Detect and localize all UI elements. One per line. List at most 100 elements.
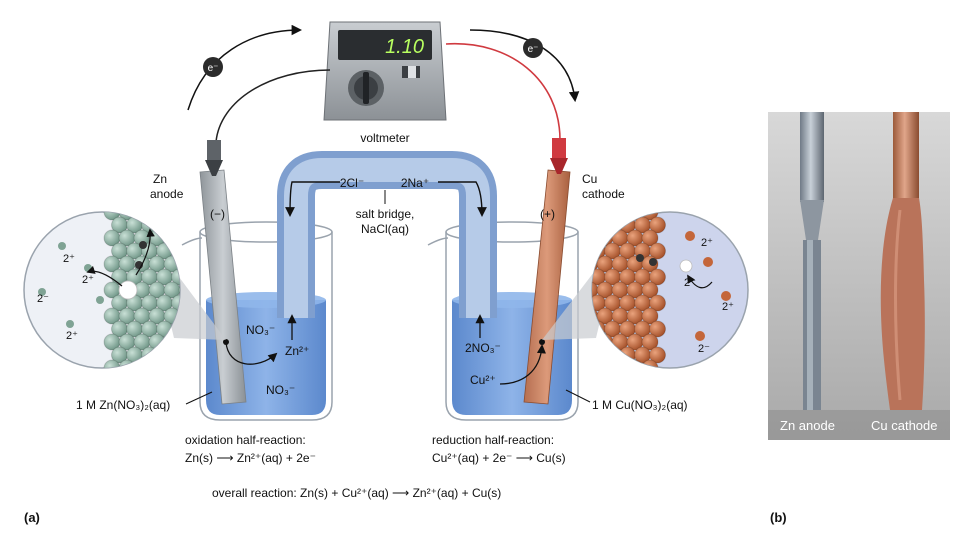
- voltmeter-display: [338, 30, 432, 60]
- voltmeter: 1.10 voltmeter: [323, 21, 447, 145]
- cu-atom: [596, 333, 614, 351]
- salt-bridge-label-1: salt bridge,: [356, 207, 415, 221]
- zn-vacancy: [118, 280, 138, 300]
- electrode-photo: Zn anode Cu cathode: [768, 112, 950, 440]
- zn-atom: [103, 359, 121, 368]
- photo-cu-label: Cu cathode: [871, 418, 938, 433]
- cu-zoom-ion: 2⁺: [722, 301, 734, 313]
- salt-bridge-ion-na: 2Na⁺: [401, 176, 429, 190]
- cu-atom: [604, 216, 621, 234]
- zn-zoom-ion: 2⁺: [63, 253, 75, 265]
- cu-zoom-ion: 2⁻: [698, 343, 710, 355]
- zn-ion: [58, 242, 66, 250]
- right-no3: 2NO₃⁻: [465, 341, 501, 355]
- voltmeter-label: voltmeter: [360, 131, 409, 145]
- zn-atom: [163, 229, 180, 247]
- zn-ion: [38, 288, 46, 296]
- cathode-label-2: cathode: [582, 187, 625, 201]
- cathode-label-1: Cu: [582, 172, 597, 186]
- cu-zoom-inset: 2⁺ 2⁻ 2⁺ 2⁻: [591, 211, 749, 369]
- left-solution-label: 1 M Zn(NO₃)₂(aq): [76, 398, 170, 412]
- overall-reaction: overall reaction: Zn(s) + Cu²⁺(aq) ⟶ Zn²…: [212, 486, 501, 500]
- zn-atom: [163, 212, 180, 221]
- left-no3-bottom: NO₃⁻: [266, 383, 295, 397]
- cathode-sign: (+): [540, 207, 555, 221]
- salt-bridge-ion-cl: 2Cl⁻: [340, 176, 364, 190]
- left-zn-ion: Zn²⁺: [285, 344, 309, 358]
- zn-atom: [133, 212, 151, 221]
- cu-atom: [641, 359, 659, 368]
- cu-atom: [641, 212, 659, 221]
- oxidation-title: oxidation half-reaction:: [185, 433, 306, 447]
- cu-atom: [592, 216, 606, 234]
- anode-label-1: Zn: [153, 172, 167, 186]
- cu-atom: [592, 359, 599, 368]
- zn-atom: [163, 281, 180, 299]
- svg-text:e⁻: e⁻: [208, 63, 219, 74]
- cu-electrode: [523, 138, 571, 405]
- cu-atom: [592, 229, 599, 247]
- cu-ion-arriving: [679, 259, 693, 273]
- panel-a-label: (a): [24, 510, 40, 525]
- cu-zoom-ion: 2⁺: [701, 237, 713, 249]
- cu-atom: [641, 229, 659, 247]
- reduction-title: reduction half-reaction:: [432, 433, 554, 447]
- zn-zoom-ion: 2⁺: [82, 274, 94, 286]
- cu-atom: [649, 320, 666, 338]
- cu-ion: [695, 331, 705, 341]
- zn-atom: [178, 281, 180, 299]
- cu-zoom-ion: 2⁻: [684, 277, 696, 289]
- cu-atom: [649, 216, 666, 234]
- cu-rod: [893, 112, 919, 202]
- anode-label-2: anode: [150, 187, 184, 201]
- zn-atom: [103, 212, 121, 221]
- na-flow-arrow: [438, 181, 487, 217]
- oxidation-equation: Zn(s) ⟶ Zn²⁺(aq) + 2e⁻: [185, 451, 316, 465]
- cu-atom: [611, 212, 629, 221]
- voltmeter-reading: 1.10: [385, 36, 424, 58]
- cl-flow-arrow: [285, 181, 340, 217]
- cu-atom: [619, 346, 636, 364]
- electron-flow-arrow-left: [187, 24, 303, 111]
- salt-bridge: [277, 151, 497, 318]
- cu-atom: [649, 294, 666, 312]
- electron-badge-right: e⁻: [523, 38, 543, 58]
- cu-atom: [649, 242, 666, 260]
- right-solution-label: 1 M Cu(NO₃)₂(aq): [592, 398, 688, 412]
- zn-zoom-ion: 2⁺: [66, 330, 78, 342]
- cu-ion: [685, 231, 695, 241]
- cu-atom: [592, 346, 606, 364]
- zn-atom: [171, 216, 180, 234]
- cu-atom: [596, 359, 614, 368]
- zn-atom: [148, 212, 166, 221]
- zn-atom: [178, 212, 180, 221]
- cu-atom: [641, 281, 659, 299]
- photo-zn-label: Zn anode: [780, 418, 835, 433]
- right-cu-ion: Cu²⁺: [470, 373, 496, 387]
- cu-ion: [721, 291, 731, 301]
- cu-atom: [592, 212, 599, 221]
- zn-zoom-inset: 2⁺ 2⁺ 2⁻ 2⁺: [23, 211, 181, 369]
- zn-rod: [800, 112, 824, 202]
- cu-atom: [611, 359, 629, 368]
- zn-zoom-ion: 2⁻: [37, 293, 49, 305]
- cu-deposit: [880, 198, 925, 410]
- zn-atom: [141, 346, 158, 364]
- zn-atom: [171, 346, 180, 364]
- panel-b-label: (b): [770, 510, 787, 525]
- cu-atom: [604, 346, 621, 364]
- electron-dot: [649, 258, 657, 266]
- zn-atom: [171, 242, 180, 260]
- cu-atom: [596, 212, 614, 221]
- zn-atom: [163, 359, 180, 368]
- zn-atom: [133, 359, 151, 368]
- zn-atom: [178, 359, 180, 368]
- reduction-equation: Cu²⁺(aq) + 2e⁻ ⟶ Cu(s): [432, 451, 566, 465]
- anode-sign: (−): [210, 207, 225, 221]
- red-wire: [445, 43, 561, 141]
- left-no3-top: NO₃⁻: [246, 323, 275, 337]
- electron-badge-left: e⁻: [203, 57, 223, 77]
- black-wire: [215, 69, 331, 143]
